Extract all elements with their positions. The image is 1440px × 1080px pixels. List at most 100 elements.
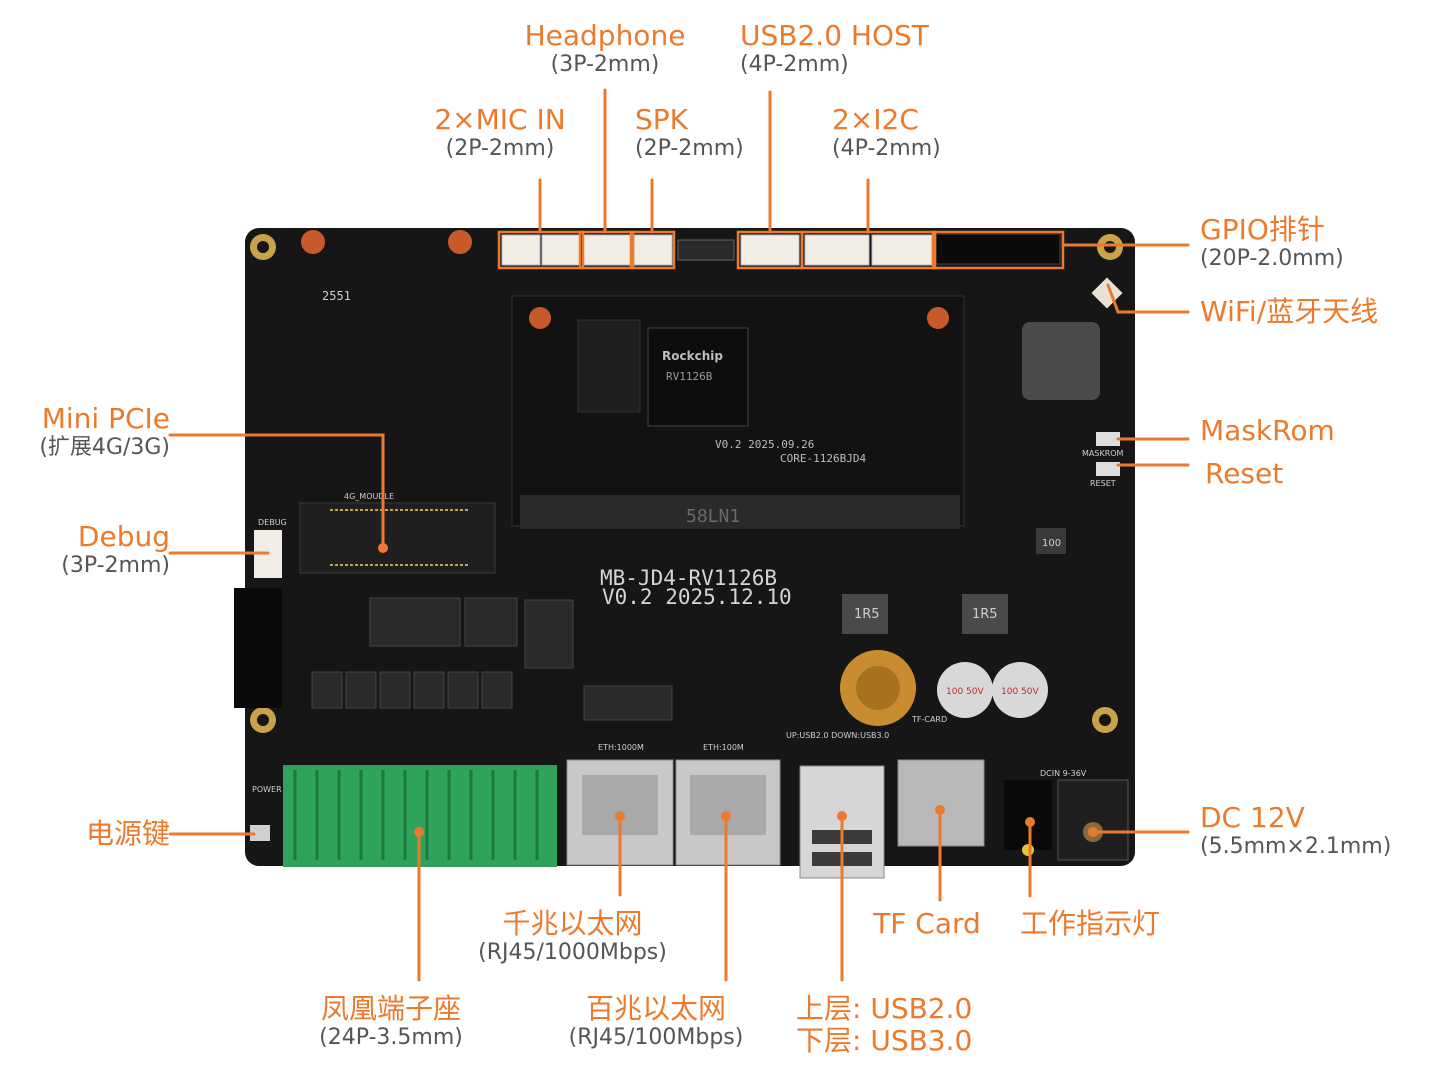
gpio-header [935,233,1061,265]
maskrom-title: MaskRom [1200,414,1335,447]
mic-sub: (2P-2mm) [445,136,555,162]
usb-host-title: USB2.0 HOST [740,19,929,52]
core-version: V0.2 2025.09.26 [715,438,814,451]
spk-sub: (2P-2mm) [635,136,744,162]
eth100-silk: ETH:100M [703,743,744,752]
mini-pcie-slot [299,502,496,574]
gigabit-label: 千兆以太网 (RJ45/1000Mbps) [460,907,685,966]
dc-jack [1057,779,1129,861]
gigabit-sub: (RJ45/1000Mbps) [478,940,667,966]
dc-sub: (5.5mm×2.1mm) [1200,834,1392,860]
eth1000-silk: ETH:1000M [598,743,644,752]
inductor-2 [962,594,1008,634]
standoffs [301,230,472,254]
usb-stack-lower: 下层: USB3.0 [796,1024,973,1058]
socket-label: 58LN1 [686,506,740,527]
terminal-slots [293,770,539,860]
reset-silk: RESET [1090,479,1116,488]
power-button [250,825,270,841]
socket-bar [520,495,960,529]
reset-title: Reset [1205,457,1284,490]
fast-eth-title: 百兆以太网 [585,992,726,1025]
i2c-sub: (4P-2mm) [832,136,941,162]
headphone-sub: (3P-2mm) [550,52,660,78]
usb-host-sub: (4P-2mm) [740,52,849,78]
mic-label: 2×MIC IN (2P-2mm) [420,103,580,162]
mic-title: 2×MIC IN [434,103,566,136]
spk-label: SPK (2P-2mm) [635,103,744,162]
mounting-holes [250,234,1123,733]
i2c-title: 2×I2C [832,103,919,136]
terminal-sub: (24P-3.5mm) [319,1025,463,1051]
led-title: 工作指示灯 [1019,907,1160,940]
gigabit-title: 千兆以太网 [502,907,643,940]
soc-brand: Rockchip [662,349,723,363]
soc-model: RV1126B [666,370,713,383]
leader-dots [378,543,1098,837]
usb-stack-upper: 上层: USB2.0 [796,992,973,1025]
mini-pcie-title: Mini PCIe [41,402,170,435]
cap-2 [992,662,1048,718]
top-connectors [501,234,933,266]
led-indicator [1004,780,1052,850]
wifi-label: WiFi/蓝牙天线 [1200,295,1379,328]
board-version: V0.2 2025.12.10 [602,585,792,609]
fast-eth-sub: (RJ45/100Mbps) [568,1025,744,1051]
led-label: 工作指示灯 [1010,907,1170,940]
board-model: MB-JD4-RV1126B [600,566,777,590]
mini-pcie-label: Mini PCIe (扩展4G/3G) [10,402,170,461]
power-key-title: 电源键 [85,817,170,850]
gpio-title: GPIO排针 [1200,213,1325,246]
debug-silk: DEBUG [258,518,287,527]
maskrom-silk: MASKROM [1082,449,1124,458]
tf-card-title: TF Card [873,907,981,940]
gpio-label: GPIO排针 (20P-2.0mm) [1200,213,1344,272]
headphone-label: Headphone (3P-2mm) [500,19,710,78]
mini-pcie-sub: (扩展4G/3G) [39,435,170,461]
inductor-1 [842,594,888,634]
power-silk: POWER [252,785,282,794]
ic-row [311,597,673,721]
terminal-label: 凤凰端子座 (24P-3.5mm) [300,992,482,1051]
dc-title: DC 12V [1200,801,1305,834]
maskrom-label: MaskRom [1200,414,1335,447]
reset-label: Reset [1205,457,1284,490]
usb-host-label: USB2.0 HOST (4P-2mm) [740,19,929,78]
debug-title: Debug [77,520,170,553]
board-code: 2551 [322,289,351,303]
pcie-pins [330,509,470,566]
headphone-title: Headphone [524,19,686,52]
wifi-title: WiFi/蓝牙天线 [1200,295,1379,328]
dcin-silk: DCIN 9-36V [1040,769,1087,778]
wifi-chip [1022,322,1100,400]
usb-stack-label: 上层: USB2.0 下层: USB3.0 [796,992,973,1058]
fast-eth-label: 百兆以太网 (RJ45/100Mbps) [550,992,762,1051]
chip-100 [1036,528,1066,554]
chip-100-label: 100 [1042,538,1061,549]
cap-2-label: 100 50V [1001,687,1039,697]
reset-button [1096,462,1120,476]
memory-chip [577,319,641,413]
inductor-2-label: 1R5 [972,607,998,622]
soc-chip [647,327,749,427]
module-silk: 4G_MOUDLE [344,492,394,501]
debug-sub: (3P-2mm) [61,553,170,579]
side-block [234,588,282,708]
power-key-label: 电源键 [10,817,170,850]
cap-1-label: 100 50V [946,687,984,697]
gpio-sub: (20P-2.0mm) [1200,246,1344,272]
usb-host2-footprint [677,239,735,261]
terminal-title: 凤凰端子座 [320,992,461,1025]
maskrom-button [1096,432,1120,446]
inductor-1-label: 1R5 [854,607,880,622]
tf-silk: TF-CARD [911,715,947,724]
usb-stack-silk: UP:USB2.0 DOWN:USB3.0 [786,731,889,740]
cap-1 [937,662,993,718]
tf-card-label: TF Card [866,907,988,940]
dc-label: DC 12V (5.5mm×2.1mm) [1200,801,1392,860]
leader-lines [168,88,1190,982]
spk-title: SPK [635,103,689,136]
debug-label: Debug (3P-2mm) [10,520,170,579]
core-label: CORE-1126BJD4 [780,452,866,465]
